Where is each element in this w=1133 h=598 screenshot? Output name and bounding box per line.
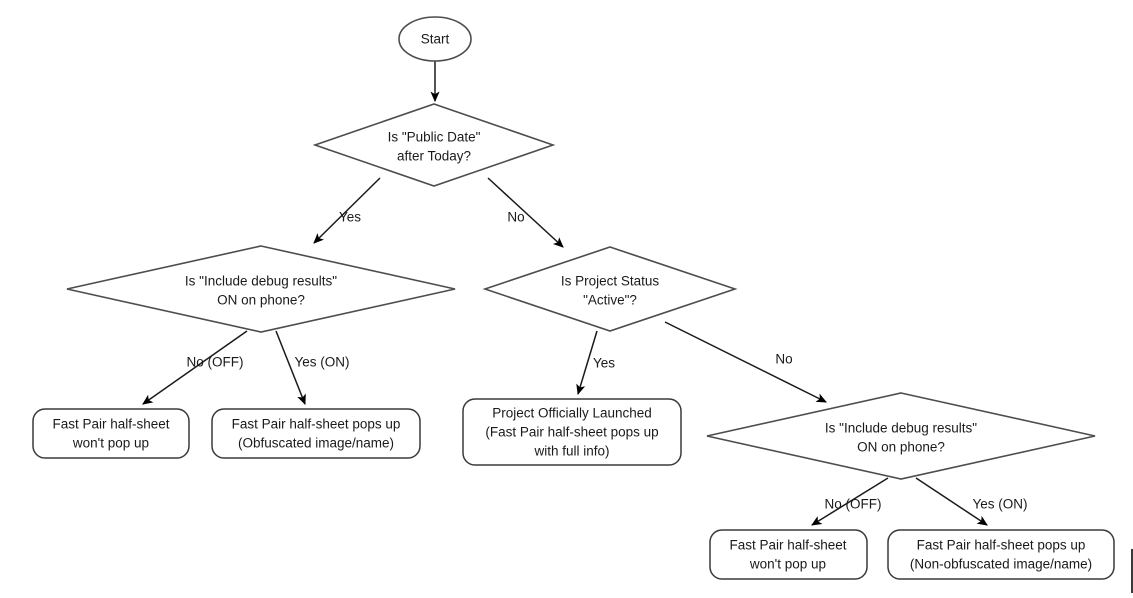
edge-debug-right-yes-on (915, 477, 988, 526)
node-include-debug-results-left-decision[interactable]: Is "Include debug results" ON on phone? (66, 245, 456, 333)
outcome-no-popup-left-line1: Fast Pair half-sheet (52, 417, 169, 432)
include-debug-right-label-line1: Is "Include debug results" (825, 421, 977, 436)
include-debug-left-label-line1: Is "Include debug results" (185, 274, 337, 289)
edge-public-date-yes (313, 177, 381, 244)
edge-label-project-status-no: No (775, 352, 792, 367)
edge-debug-left-yes-on (275, 330, 306, 405)
outcome-obfuscated-popup-box[interactable] (211, 408, 421, 459)
outcome-obfuscated-popup-line2: (Obfuscated image/name) (238, 436, 394, 451)
node-public-date-decision[interactable]: Is "Public Date" after Today? (312, 103, 556, 187)
edge-labels-layer: Yes No No (OFF) Yes (ON) Yes No No (OFF)… (187, 210, 1028, 512)
outcome-no-popup-left-line2: won't pop up (72, 436, 149, 451)
edges-layer (142, 61, 988, 526)
outcome-non-obfuscated-popup-line2: (Non-obfuscated image/name) (910, 557, 1092, 572)
outcome-officially-launched-line1: Project Officially Launched (492, 406, 652, 421)
outcome-officially-launched-line2: (Fast Pair half-sheet pops up (485, 425, 658, 440)
edge-debug-left-no-off (142, 330, 248, 405)
node-outcome-no-popup-right[interactable]: Fast Pair half-sheet won't pop up (709, 529, 868, 580)
project-status-label-line1: Is Project Status (561, 274, 660, 289)
include-debug-right-diamond[interactable] (706, 392, 1096, 480)
outcome-no-popup-right-box[interactable] (709, 529, 868, 580)
right-edge-artifact (1131, 549, 1133, 593)
edge-project-status-yes (576, 330, 598, 396)
edge-label-project-status-yes: Yes (593, 356, 615, 371)
include-debug-left-label-line2: ON on phone? (217, 293, 305, 308)
node-outcome-non-obfuscated-popup[interactable]: Fast Pair half-sheet pops up (Non-obfusc… (887, 529, 1115, 580)
project-status-diamond[interactable] (482, 246, 738, 332)
node-outcome-officially-launched[interactable]: Project Officially Launched (Fast Pair h… (462, 398, 682, 466)
node-include-debug-results-right-decision[interactable]: Is "Include debug results" ON on phone? (706, 392, 1096, 480)
start-label: Start (421, 32, 450, 47)
public-date-label-line1: Is "Public Date" (388, 130, 481, 145)
edge-debug-right-no-off (811, 477, 889, 526)
edge-label-public-date-no: No (507, 210, 524, 225)
outcome-non-obfuscated-popup-line1: Fast Pair half-sheet pops up (917, 538, 1086, 553)
include-debug-right-label-line2: ON on phone? (857, 440, 945, 455)
node-start[interactable]: Start (398, 16, 472, 62)
outcome-non-obfuscated-popup-box[interactable] (887, 529, 1115, 580)
edge-label-debug-left-no-off: No (OFF) (187, 355, 244, 370)
edge-public-date-no (487, 177, 564, 248)
outcome-officially-launched-line3: with full info) (533, 444, 609, 459)
node-outcome-no-popup-left[interactable]: Fast Pair half-sheet won't pop up (32, 408, 190, 459)
outcome-no-popup-left-box[interactable] (32, 408, 190, 459)
node-project-status-decision[interactable]: Is Project Status "Active"? (482, 246, 738, 332)
nodes-layer: Start Is "Public Date" after Today? Is "… (32, 16, 1115, 580)
edge-label-debug-left-yes-on: Yes (ON) (294, 355, 349, 370)
public-date-label-line2: after Today? (397, 149, 471, 164)
node-outcome-obfuscated-popup[interactable]: Fast Pair half-sheet pops up (Obfuscated… (211, 408, 421, 459)
outcome-no-popup-right-line1: Fast Pair half-sheet (729, 538, 846, 553)
outcome-no-popup-right-line2: won't pop up (749, 557, 826, 572)
outcome-obfuscated-popup-line1: Fast Pair half-sheet pops up (232, 417, 401, 432)
include-debug-left-diamond[interactable] (66, 245, 456, 333)
edge-label-public-date-yes: Yes (339, 210, 361, 225)
project-status-label-line2: "Active"? (583, 293, 637, 308)
edge-label-debug-right-yes-on: Yes (ON) (972, 497, 1027, 512)
outcome-officially-launched-box[interactable] (462, 398, 682, 466)
edge-project-status-no (664, 321, 827, 403)
edge-label-debug-right-no-off: No (OFF) (825, 497, 882, 512)
start-ellipse[interactable] (398, 16, 472, 62)
public-date-diamond[interactable] (312, 103, 556, 187)
